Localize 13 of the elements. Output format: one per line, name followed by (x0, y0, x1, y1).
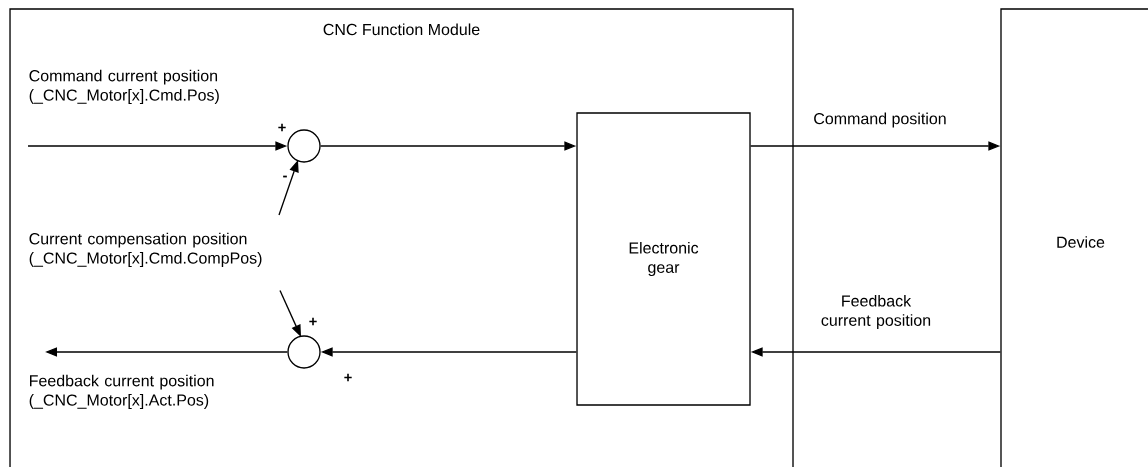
edge-label: Command position (814, 112, 946, 128)
summing-junction (287, 129, 321, 163)
edge-label: Feedback current position (821, 294, 931, 330)
sign-label: - (283, 175, 287, 178)
sign-label: + (309, 317, 317, 326)
process-box: Electronic gear (576, 112, 751, 406)
signal-label: Command current position (_CNC_Motor[x].Cmd.Pos) (29, 69, 219, 104)
summing-junction (287, 335, 321, 369)
device-box: Device (1000, 8, 1148, 467)
signal-label: Current compensation position (_CNC_Motor[x].Cmd.CompPos) (29, 232, 262, 267)
signal-label: Feedback current position (_CNC_Motor[x].Act.Pos) (29, 374, 214, 409)
sign-label: + (278, 123, 286, 132)
sign-label: + (344, 373, 352, 382)
